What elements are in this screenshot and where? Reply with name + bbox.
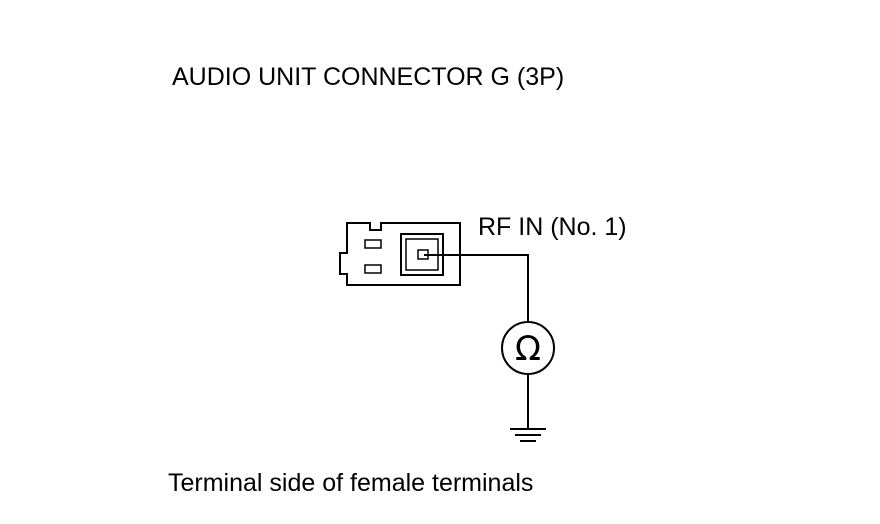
connector-title: AUDIO UNIT CONNECTOR G (3P) [172,63,565,91]
terminal-side-caption: Terminal side of female terminals [168,469,534,497]
terminal-cavity-3 [364,264,382,274]
pin-label: RF IN (No. 1) [478,213,627,241]
ohmmeter-icon: Ω [501,321,555,375]
terminal-cavity-2 [364,239,382,249]
ground-icon [510,428,546,442]
probe-wire-upper [424,254,529,322]
ohm-symbol: Ω [515,329,541,369]
